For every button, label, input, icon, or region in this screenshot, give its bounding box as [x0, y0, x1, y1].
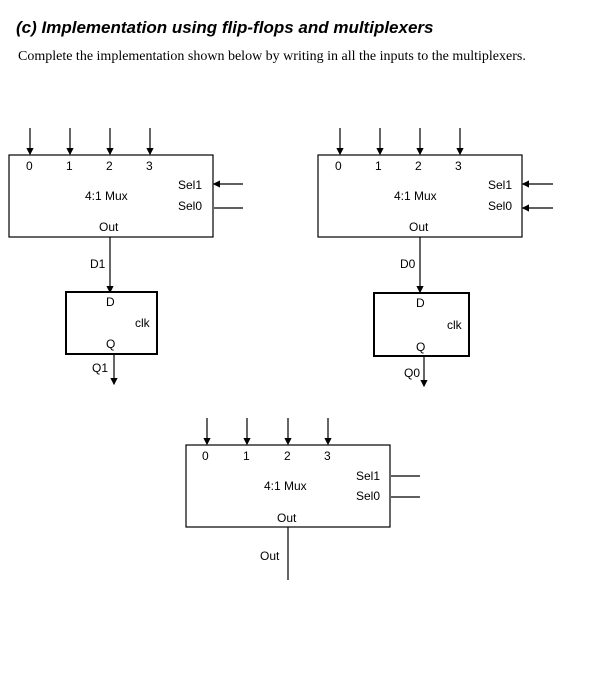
mux-right-sel1-label: Sel1 [488, 178, 512, 192]
flipflop-left: D clk Q [65, 291, 158, 355]
mux-right-input-3-label: 3 [455, 159, 462, 173]
mux-right-input-0-label: 0 [335, 159, 342, 173]
mux-left-name: 4:1 Mux [85, 189, 128, 203]
flipflop-right: D clk Q [373, 292, 470, 357]
label-d0: D0 [400, 257, 416, 271]
mux-bottom-sel1-label: Sel1 [356, 469, 380, 483]
mux-bottom-input-0-label: 0 [202, 449, 209, 463]
mux-left-input-3-label: 3 [146, 159, 153, 173]
mux-right-name: 4:1 Mux [394, 189, 437, 203]
mux-left-sel1-label: Sel1 [178, 178, 202, 192]
label-out: Out [260, 549, 280, 563]
mux-left-input-0-label: 0 [26, 159, 33, 173]
flipflop-right-q-pin: Q [416, 340, 425, 354]
mux-bottom-name: 4:1 Mux [264, 479, 307, 493]
label-q1: Q1 [92, 361, 108, 375]
mux-left-sel0-label: Sel0 [178, 199, 202, 213]
mux-right-out-label: Out [409, 220, 429, 234]
label-d1: D1 [90, 257, 106, 271]
flipflop-left-box [65, 291, 158, 355]
mux-bottom-input-2-label: 2 [284, 449, 291, 463]
mux-right-input-1-label: 1 [375, 159, 382, 173]
flipflop-left-q-pin: Q [106, 337, 115, 351]
mux-left-input-1-label: 1 [66, 159, 73, 173]
flipflop-right-clk-pin: clk [447, 318, 463, 332]
mux-bottom-out-label: Out [277, 511, 297, 525]
mux-bottom: 0 1 2 3 4:1 Mux Sel1 Sel0 Out [185, 418, 420, 528]
mux-bottom-input-3-label: 3 [324, 449, 331, 463]
label-q0: Q0 [404, 366, 420, 380]
flipflop-left-d-pin: D [106, 295, 115, 309]
flipflop-right-box [373, 292, 470, 357]
flipflop-right-d-pin: D [416, 296, 425, 310]
mux-bottom-sel0-label: Sel0 [356, 489, 380, 503]
mux-left-out-label: Out [99, 220, 119, 234]
mux-bottom-input-1-label: 1 [243, 449, 250, 463]
mux-right: 0 1 2 3 4:1 Mux Sel1 Sel0 Out [317, 128, 553, 238]
mux-left: 0 1 2 3 4:1 Mux Sel1 Sel0 Out [8, 128, 243, 238]
section-heading: (c) Implementation using flip-flops and … [16, 18, 434, 37]
flipflop-left-clk-pin: clk [135, 316, 151, 330]
mux-left-input-2-label: 2 [106, 159, 113, 173]
instructions-text: Complete the implementation shown below … [18, 49, 526, 64]
mux-right-input-2-label: 2 [415, 159, 422, 173]
mux-right-sel0-label: Sel0 [488, 199, 512, 213]
